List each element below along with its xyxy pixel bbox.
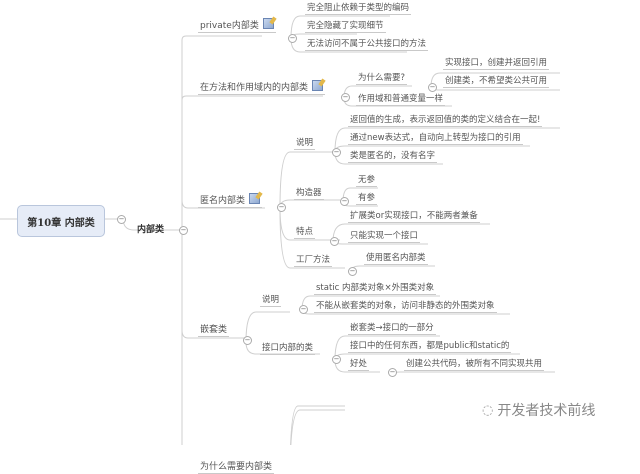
collapse-toggle[interactable]: −: [340, 197, 349, 206]
collapse-toggle[interactable]: −: [341, 93, 350, 102]
topic-label: 嵌套类: [200, 325, 228, 335]
leaf[interactable]: 作用域和普通变量一样: [356, 94, 446, 106]
leaf[interactable]: static 内部类对象×外围类对象: [314, 283, 437, 295]
collapse-toggle[interactable]: −: [348, 267, 357, 276]
leaf[interactable]: 有参: [356, 193, 378, 205]
leaf[interactable]: 不能从嵌套类的对象，访问非静态的外围类对象: [314, 301, 497, 313]
leaf[interactable]: 返回值的生成，表示返回值的类的定义结合在一起!: [348, 115, 543, 127]
subtopic-constructor[interactable]: 构造器: [294, 188, 324, 200]
topic-anonymous-inner-class[interactable]: 匿名内部类: [198, 193, 263, 208]
leaf[interactable]: 嵌套类→接口的一部分: [348, 323, 436, 335]
topic-label: 在方法和作用域内的内部类: [200, 83, 309, 93]
root-node[interactable]: 第10章 内部类: [17, 205, 105, 237]
leaf[interactable]: 扩展类or实现接口，不能两者兼备: [348, 211, 480, 223]
collapse-toggle[interactable]: −: [299, 305, 308, 314]
watermark: ◌ 开发者技术前线: [482, 400, 595, 420]
collapse-toggle[interactable]: −: [243, 336, 252, 345]
watermark-text: 开发者技术前线: [497, 403, 596, 419]
note-icon[interactable]: [249, 193, 261, 204]
topic-nested-class[interactable]: 嵌套类: [198, 325, 230, 337]
leaf[interactable]: 完全隐藏了实现细节: [305, 21, 386, 33]
topic-why-inner-class[interactable]: 为什么需要内部类: [198, 462, 275, 474]
subtopic-factory-method[interactable]: 工厂方法: [294, 255, 333, 267]
root-label: 第10章 内部类: [27, 217, 95, 229]
leaf[interactable]: 创建公共代码，被所有不同实现共用: [404, 359, 545, 371]
collapse-toggle[interactable]: −: [332, 355, 341, 364]
collapse-toggle-main[interactable]: −: [179, 226, 188, 235]
collapse-toggle[interactable]: −: [288, 34, 297, 43]
topic-label: private内部类: [200, 21, 259, 31]
leaf[interactable]: 类是匿名的，没有名字: [348, 151, 438, 163]
topic-private-inner-class[interactable]: private内部类: [198, 18, 276, 33]
collapse-toggle[interactable]: −: [330, 237, 339, 246]
leaf[interactable]: 使用匿名内部类: [364, 253, 428, 265]
leaf[interactable]: 无法访问不属于公共接口的方法: [305, 39, 429, 51]
connector-lines-detail: [290, 405, 345, 445]
subtopic-description[interactable]: 说明: [260, 295, 282, 307]
subtopic-benefit[interactable]: 好处: [348, 359, 370, 371]
collapse-toggle[interactable]: −: [277, 203, 286, 212]
main-topic-label: 内部类: [137, 225, 165, 235]
collapse-toggle[interactable]: −: [332, 148, 341, 157]
subtopic-description[interactable]: 说明: [294, 138, 316, 150]
subtopic-interface-inner-class[interactable]: 接口内部的类: [260, 343, 316, 355]
topic-method-scope-inner-class[interactable]: 在方法和作用域内的内部类: [198, 80, 326, 95]
collapse-toggle[interactable]: −: [428, 83, 437, 92]
leaf[interactable]: 完全阻止依赖于类型的编码: [305, 3, 412, 15]
collapse-toggle-root[interactable]: −: [117, 215, 126, 224]
note-icon[interactable]: [312, 80, 324, 91]
leaf[interactable]: 无参: [356, 175, 378, 187]
leaf[interactable]: 只能实现一个接口: [348, 231, 421, 243]
leaf[interactable]: 接口中的任何东西，都是public和static的: [348, 341, 512, 353]
leaf[interactable]: 实现接口，创建并返回引用: [443, 58, 550, 70]
subtopic-why-needed[interactable]: 为什么需要?: [356, 73, 408, 85]
leaf[interactable]: 通过new表达式，自动向上转型为接口的引用: [348, 133, 523, 145]
note-icon[interactable]: [262, 18, 274, 29]
wechat-icon: ◌: [482, 402, 494, 418]
leaf[interactable]: 创建类，不希望类公共可用: [443, 76, 550, 88]
topic-label: 为什么需要内部类: [200, 462, 273, 472]
topic-label: 匿名内部类: [200, 196, 246, 206]
main-topic-node[interactable]: 内部类: [137, 222, 164, 235]
subtopic-features[interactable]: 特点: [294, 227, 316, 239]
collapse-toggle[interactable]: −: [388, 368, 397, 377]
